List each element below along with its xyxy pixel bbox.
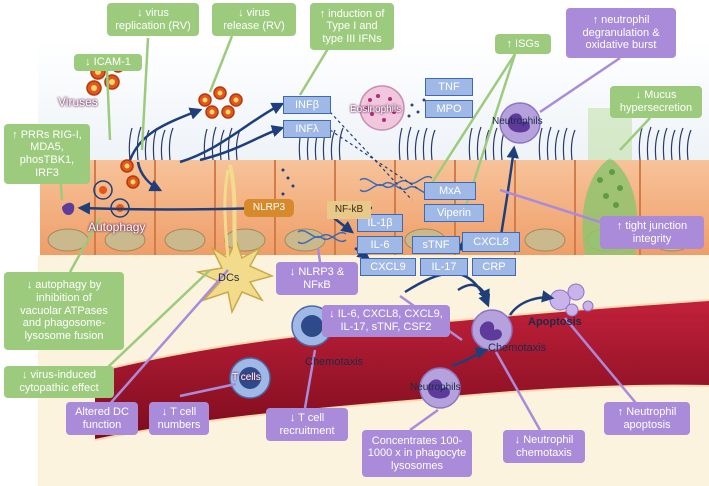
tnf-box: TNF [425, 78, 473, 96]
neutrophils-top-label: Neutrophils [492, 116, 543, 127]
mucus-hypersecretion-box: ↓ Mucus hypersecretion [610, 86, 702, 118]
chemotaxis-left-label: Chemotaxis [305, 356, 364, 368]
ifn-induction-box: ↑ induction of Type I and type III IFNs [310, 3, 394, 50]
autophagy-inhibition-box: ↓ autophagy by inhibition of vacuolar AT… [4, 272, 124, 350]
nlrp3-box: NLRP3 [244, 199, 294, 217]
viruses-label: Viruses [58, 95, 98, 109]
mpo-box: MPO [425, 100, 473, 118]
prrs-box: ↑ PRRs RIG-I, MDA5, phosTBK1, IRF3 [4, 124, 90, 184]
icam-box: ↓ ICAM-1 [74, 54, 142, 71]
nfkb-box: NF-kB [327, 201, 371, 219]
stnf-box: sTNF [412, 236, 460, 254]
isgs-box: ↑ ISGs [495, 34, 551, 54]
chemotaxis-right-label: Chemotaxis [488, 342, 547, 354]
autophagy-label: Autophagy [88, 220, 146, 234]
cytokines-down-box: ↓ IL-6, CXCL8, CXCL9, IL-17, sTNF, CSF2 [322, 305, 450, 337]
blood-vessel [95, 300, 709, 440]
il17-box: IL-17 [420, 258, 468, 276]
eosinophils-label: Eosinophils [350, 104, 402, 115]
apoptosis-label: Apoptosis [528, 316, 582, 328]
t-cell-numbers-box: ↓ T cell numbers [149, 402, 209, 435]
t-cell-recruitment-box: ↓ T cell recruitment [266, 408, 348, 441]
crp-box: CRP [472, 258, 516, 276]
eosinophil-icon [359, 85, 426, 131]
cytopathic-effect-box: ↓ virus-induced cytopathic effect [4, 366, 114, 398]
neutrophil-apoptosis-box: ↑ Neutrophil apoptosis [604, 402, 690, 435]
concentrates-box: Concentrates 100- 1000 x in phagocyte ly… [362, 430, 472, 477]
cxcl8-box: CXCL8 [462, 232, 520, 252]
dcs-label: DCs [218, 272, 240, 284]
neutrophil-icon [419, 102, 541, 409]
neutrophil-degranulation-box: ↑ neutrophil degranulation & oxidative b… [566, 8, 676, 58]
viperin-box: Viperin [424, 204, 484, 222]
ifnl-box: INFλ [283, 120, 331, 138]
t-cells-label: T cells [232, 372, 261, 383]
dendritic-cell-icon [195, 237, 275, 315]
neutrophil-chemotaxis-box: ↓ Neutrophil chemotaxis [503, 430, 585, 463]
ifnb-box: INFβ [283, 96, 331, 114]
nlrp3-nfkb-box: ↓ NLRP3 & NFκB [276, 262, 358, 295]
altered-dc-box: Altered DC function [66, 402, 138, 435]
tight-junction-box: ↑ tight junction integrity [600, 216, 704, 249]
neutrophils-bottom-label: Neutrophils [410, 382, 461, 393]
virus-replication-box: ↓ virus replication (RV) [107, 3, 199, 36]
cxcl9-box: CXCL9 [360, 258, 416, 276]
mxa-box: MxA [424, 182, 476, 200]
virus-release-box: ↓ virus release (RV) [212, 3, 296, 36]
il6-box: IL-6 [357, 236, 403, 254]
